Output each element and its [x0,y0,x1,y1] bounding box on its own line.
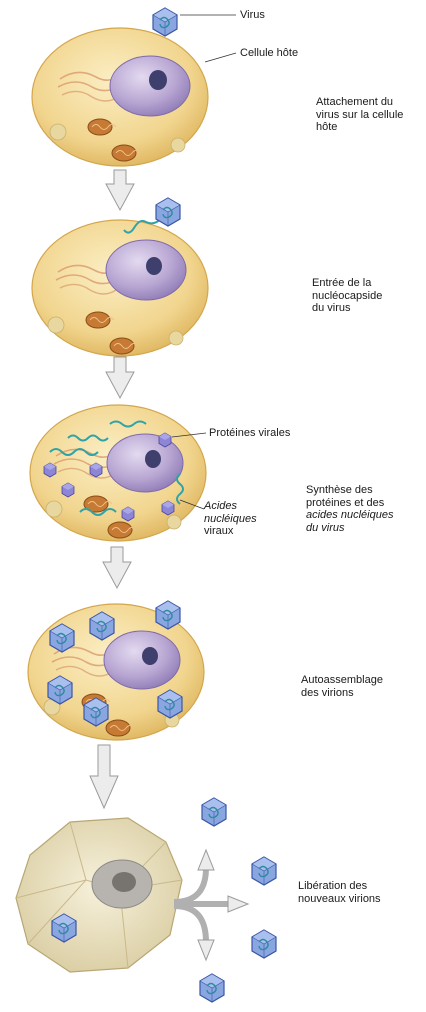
protein-icon [159,433,171,447]
viral-nucleic-acids-label: Acides nucléiques viraux [204,500,257,538]
step-entry-caption: Entrée de la nucléocapside du virus [312,277,382,315]
step-arrow-icon [90,745,118,808]
viral-proteins-label: Protéines virales [209,427,290,440]
step-arrow-icon [103,547,131,588]
virus-label: Virus [240,9,265,22]
release-arrows [174,850,248,960]
step-arrow-icon [106,357,134,398]
step-attachment-caption: Attachement du virus sur la cellule hôte [316,96,403,134]
cell-synthesis [30,405,206,541]
step-assembly-caption: Autoassemblage des virions [301,674,383,699]
cell-lysis [16,818,182,972]
cell-entry [32,198,208,356]
step-arrow-icon [106,170,134,210]
step-synthesis-caption: Synthèse des protéines et des acides nuc… [306,484,393,534]
cell-assembly [28,601,204,740]
virus-icon [153,8,177,36]
host-cell-label: Cellule hôte [240,47,298,60]
virus-icon [156,198,180,226]
step-release-caption: Libération des nouveaux virions [298,880,381,905]
cell-attachment [32,8,208,166]
